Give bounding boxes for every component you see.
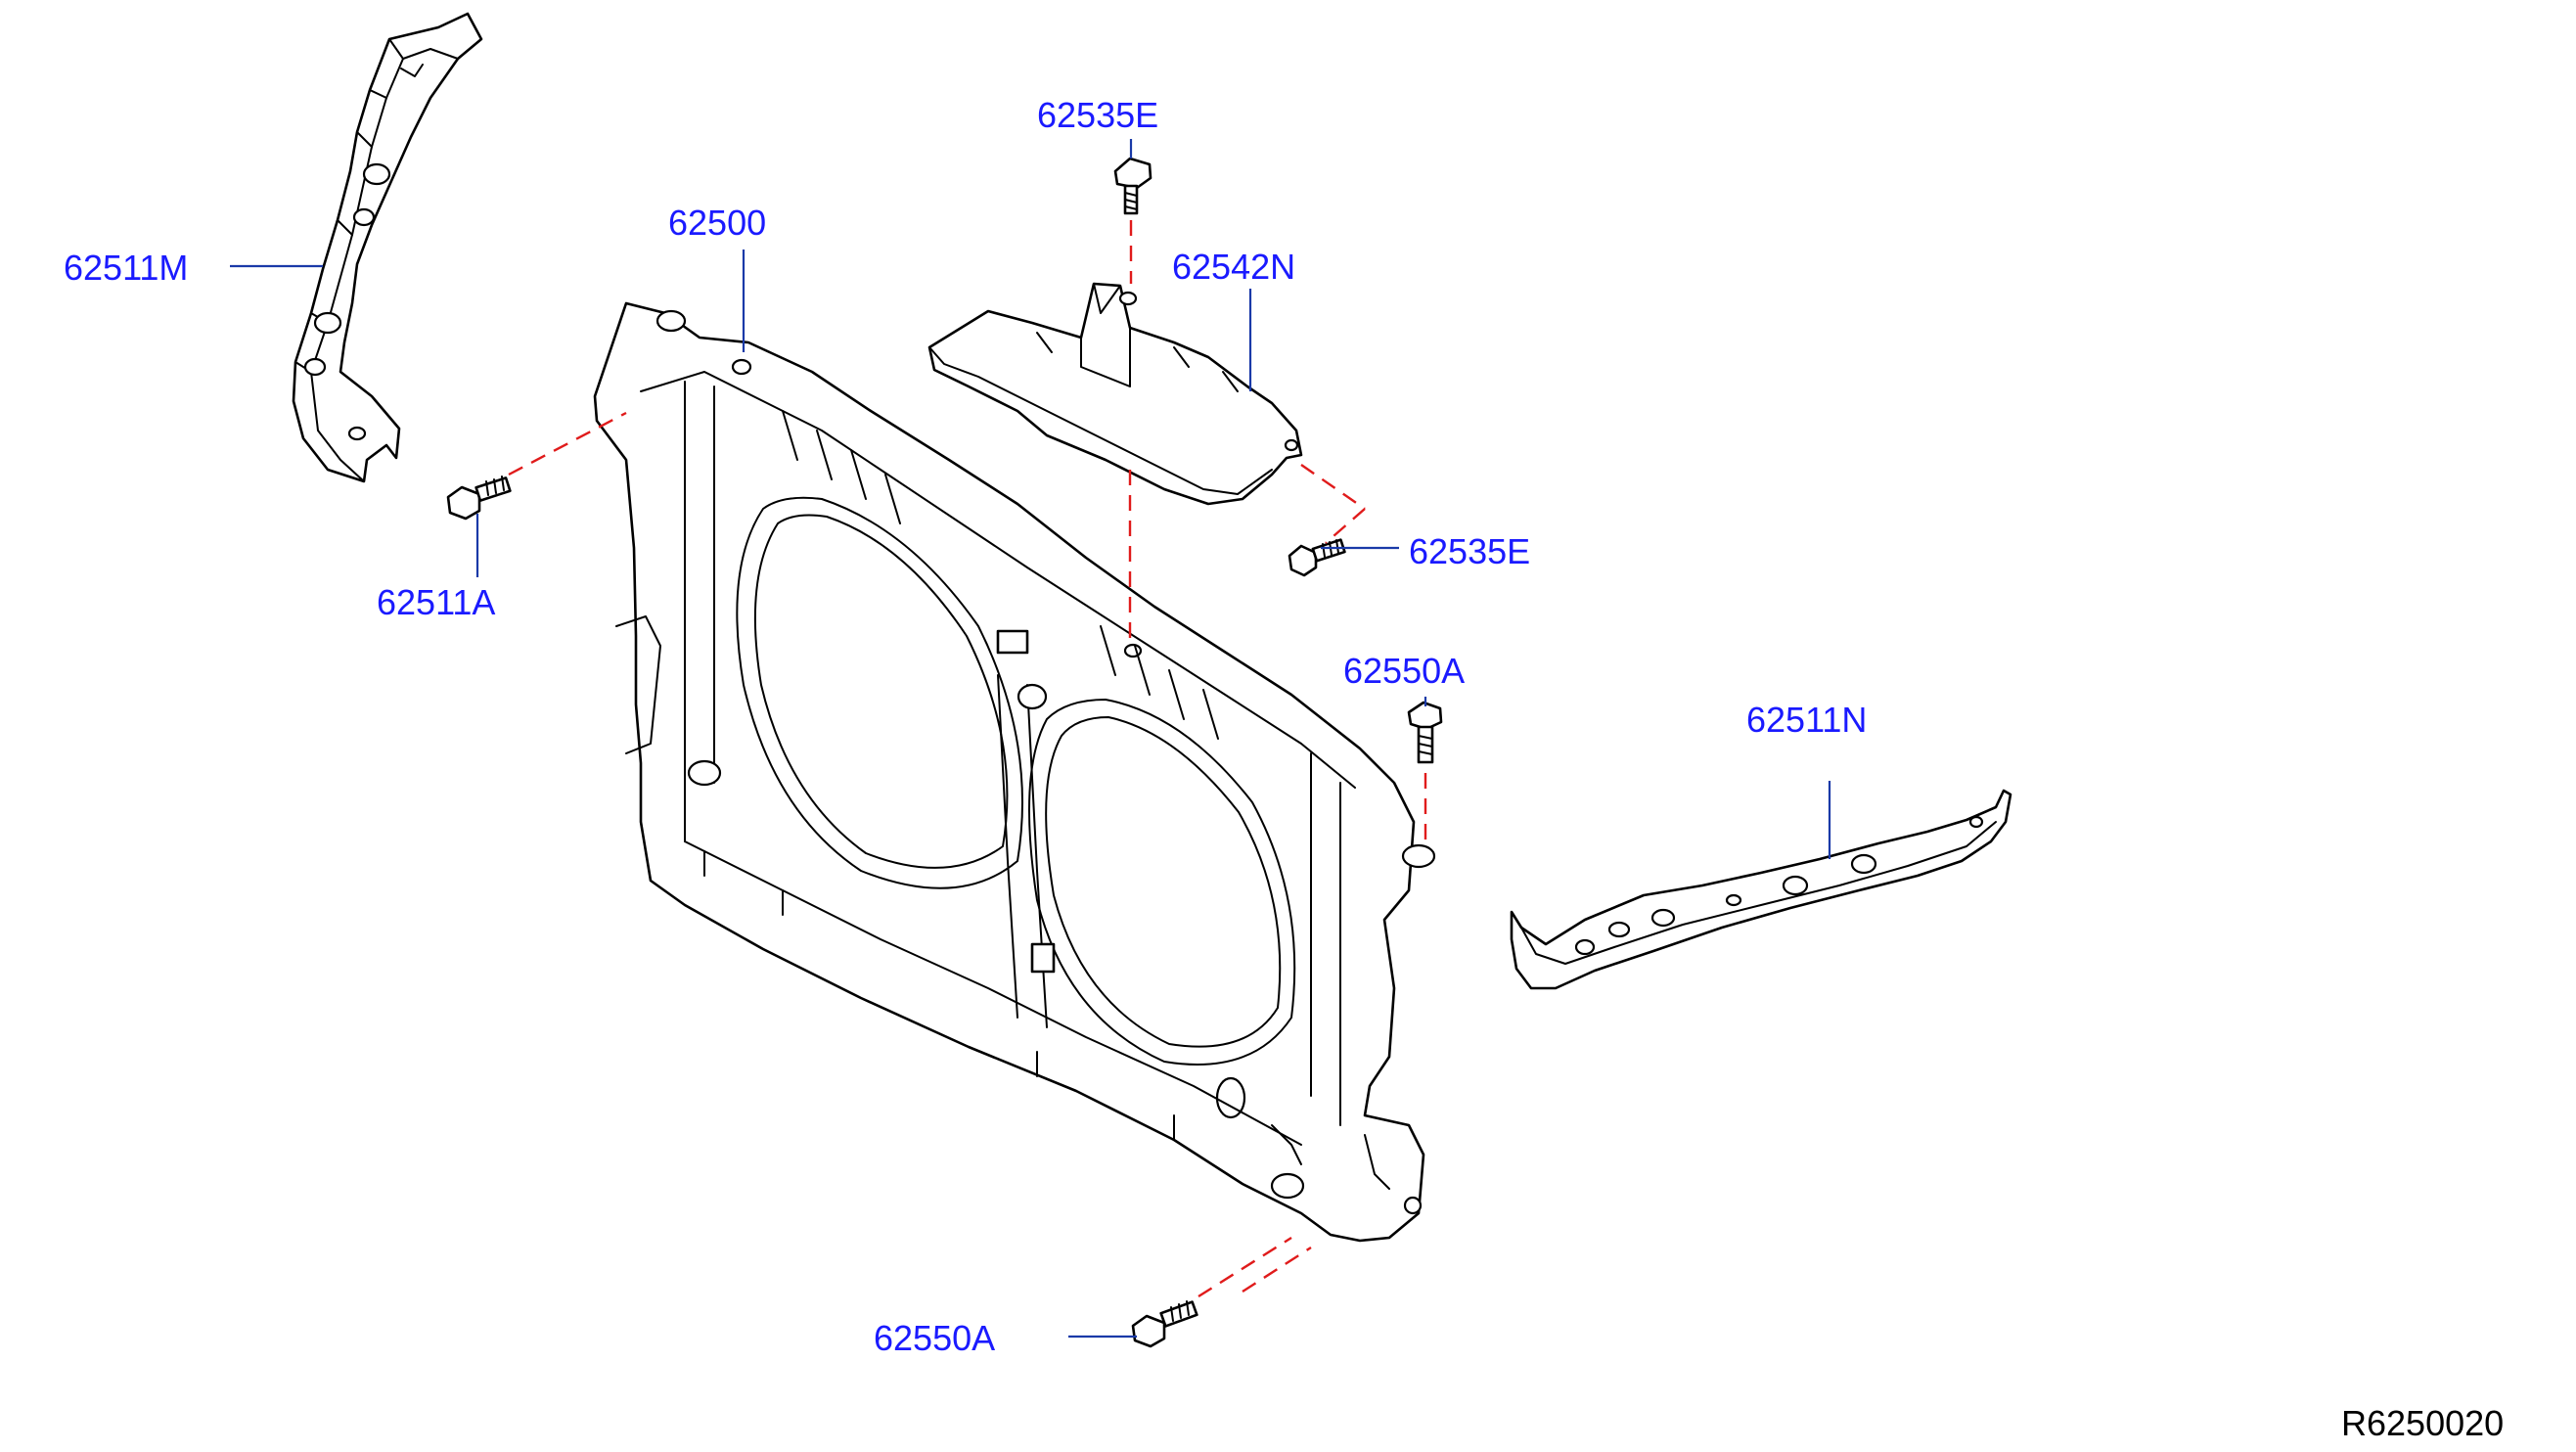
part-number-labels: 62511M 62500 62535E 62542N 62535E 62511A… (64, 95, 2504, 1443)
leader-lines (230, 139, 1831, 1339)
phantom-lines (508, 220, 1427, 1298)
bolt-62550A-mid (1407, 701, 1443, 764)
bolt-62535E-top (1113, 157, 1152, 215)
stay-left-part (292, 12, 483, 483)
core-support-part (593, 301, 1436, 1243)
bolt-62550A-bottom (1131, 1300, 1198, 1348)
bolt-62535E-right (1288, 538, 1346, 577)
label-62535E-right: 62535E (1409, 531, 1530, 571)
label-62550A-bottom: 62550A (874, 1318, 995, 1358)
label-62542N: 62542N (1172, 247, 1295, 287)
label-62550A-mid: 62550A (1343, 651, 1465, 691)
bolt-62511A (446, 476, 512, 521)
label-62535E-top: 62535E (1037, 95, 1158, 135)
air-guide-part (927, 282, 1303, 506)
label-62511N: 62511N (1746, 700, 1867, 740)
label-62511A: 62511A (377, 582, 495, 622)
label-62500: 62500 (668, 203, 766, 243)
label-62511M: 62511M (64, 248, 188, 288)
stay-right-part (1510, 789, 2012, 990)
drawing-id: R6250020 (2341, 1403, 2504, 1443)
